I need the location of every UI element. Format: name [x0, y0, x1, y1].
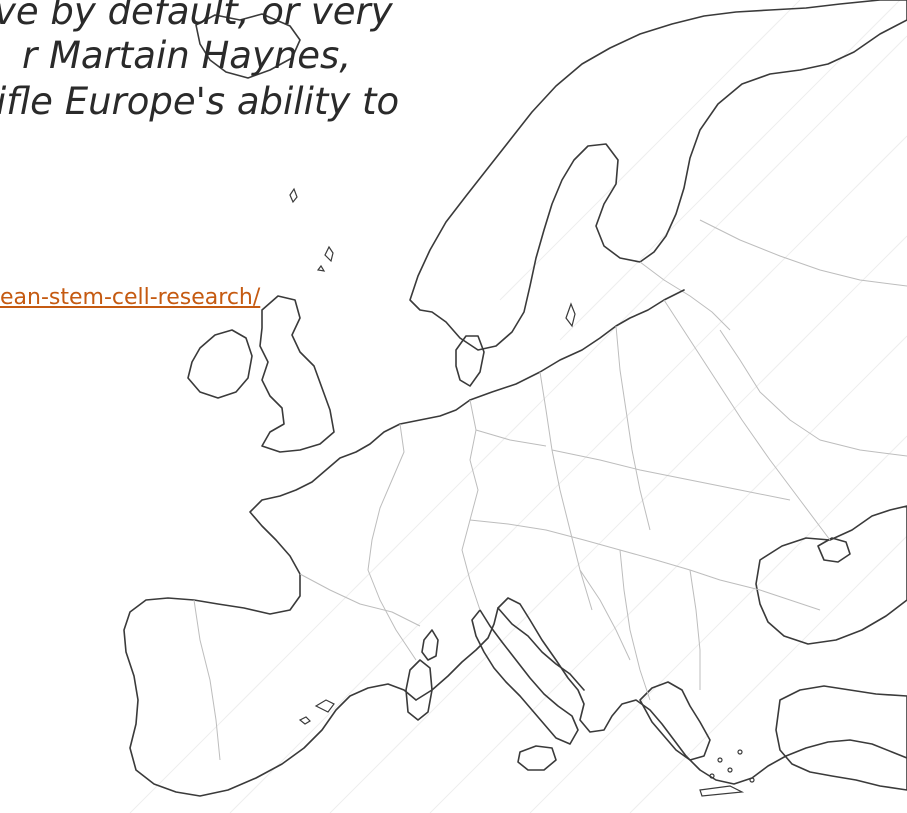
italy-coast — [471, 609, 579, 745]
sicily-coast — [517, 745, 557, 771]
denmark-coast — [455, 335, 485, 387]
quote-line-1: ve by default, or very — [0, 0, 393, 33]
finland-border — [639, 261, 731, 331]
sardinia-coast — [405, 659, 433, 721]
aegean-islands — [699, 749, 755, 797]
faroe-islands — [289, 187, 298, 204]
baltic-coast — [469, 289, 685, 401]
balearic-islands — [298, 699, 335, 725]
country-borders — [193, 219, 907, 761]
greece-coast — [639, 681, 711, 761]
quote-line-3: ifle Europe's ability to — [0, 80, 400, 123]
shetland-islands — [316, 245, 334, 272]
gotland-island — [565, 302, 576, 328]
mediterranean-coast — [415, 597, 907, 785]
corsica-coast — [421, 629, 439, 661]
ireland-coast — [187, 329, 253, 399]
crimea-coast — [817, 537, 851, 563]
great-britain-coast — [259, 295, 335, 453]
west-continent-coast — [123, 399, 471, 797]
black-sea-coast — [755, 505, 907, 645]
turkey-coast — [775, 685, 907, 791]
quote-line-2: r Martain Haynes, — [22, 34, 352, 77]
source-link[interactable]: ean-stem-cell-research/ — [0, 285, 261, 310]
scandinavia-coast — [409, 0, 907, 351]
adriatic-coast — [497, 607, 585, 691]
iceland-coast — [195, 13, 301, 79]
map-hatching — [129, 0, 907, 813]
